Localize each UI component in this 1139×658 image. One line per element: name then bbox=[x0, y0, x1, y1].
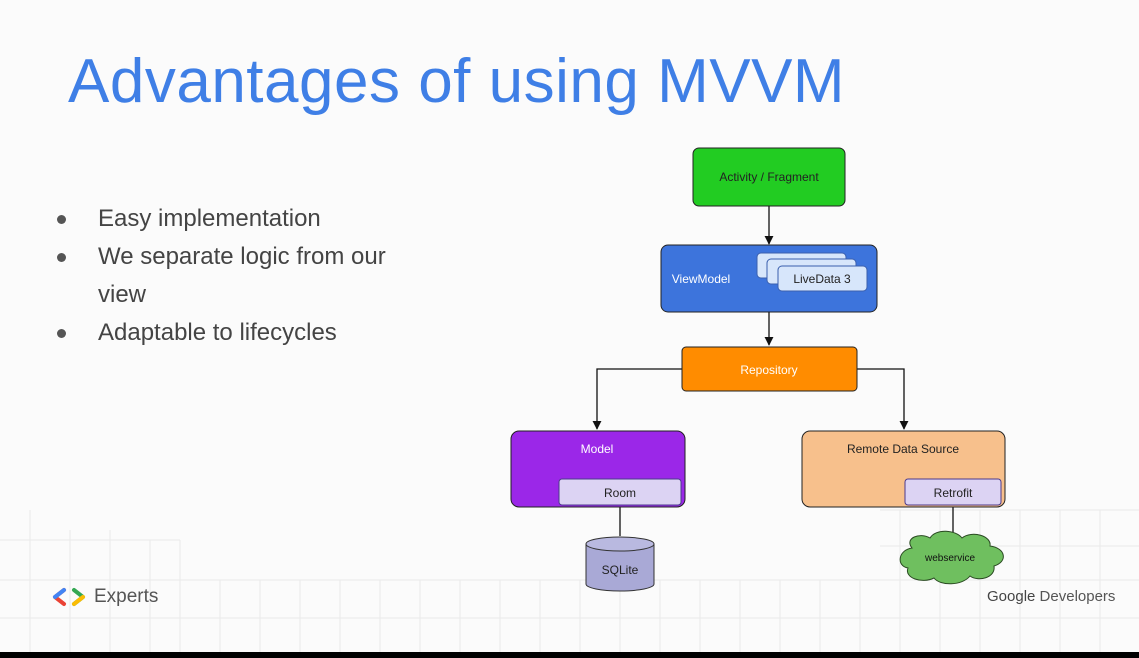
webservice-node: webservice bbox=[899, 530, 1004, 585]
remote-label: Remote Data Source bbox=[847, 442, 959, 456]
slide-title: Advantages of using MVVM bbox=[68, 47, 846, 116]
webservice-label: webservice bbox=[924, 553, 975, 564]
bullet-item: Adaptable to lifecycles bbox=[52, 314, 432, 352]
room-label: Room bbox=[604, 486, 636, 500]
activity-node: Activity / Fragment bbox=[692, 147, 846, 207]
experts-logo: Experts bbox=[52, 586, 158, 608]
repository-node: Repository bbox=[681, 346, 858, 392]
connectors bbox=[592, 206, 954, 538]
bullet-item: Easy implementation bbox=[52, 200, 432, 238]
google-wordmark: Google bbox=[987, 588, 1036, 605]
viewmodel-label: ViewModel bbox=[672, 272, 730, 286]
livedata-label: LiveData 3 bbox=[793, 272, 851, 286]
sqlite-label: SQLite bbox=[602, 563, 639, 577]
sqlite-node: SQLite bbox=[585, 536, 655, 592]
arrow-repository-model bbox=[592, 368, 682, 430]
activity-label: Activity / Fragment bbox=[719, 170, 819, 184]
model-node: Model Room bbox=[510, 430, 686, 508]
developers-wordmark: Developers bbox=[1039, 588, 1116, 605]
grid-background bbox=[0, 509, 1139, 652]
viewmodel-node: ViewModel LiveData 3 bbox=[660, 244, 878, 313]
model-label: Model bbox=[581, 442, 614, 456]
repository-label: Repository bbox=[740, 363, 797, 377]
google-developers-logo: Google Developers bbox=[987, 588, 1115, 605]
bullet-item: We separate logic from our view bbox=[52, 238, 432, 314]
experts-label: Experts bbox=[94, 586, 159, 607]
code-brackets-icon bbox=[53, 588, 85, 606]
remote-node: Remote Data Source Retrofit bbox=[801, 430, 1006, 508]
bullet-list: Easy implementation We separate logic fr… bbox=[52, 200, 432, 352]
retrofit-label: Retrofit bbox=[934, 486, 973, 500]
arrow-repository-remote bbox=[857, 368, 909, 430]
bottom-bar bbox=[0, 652, 1139, 658]
